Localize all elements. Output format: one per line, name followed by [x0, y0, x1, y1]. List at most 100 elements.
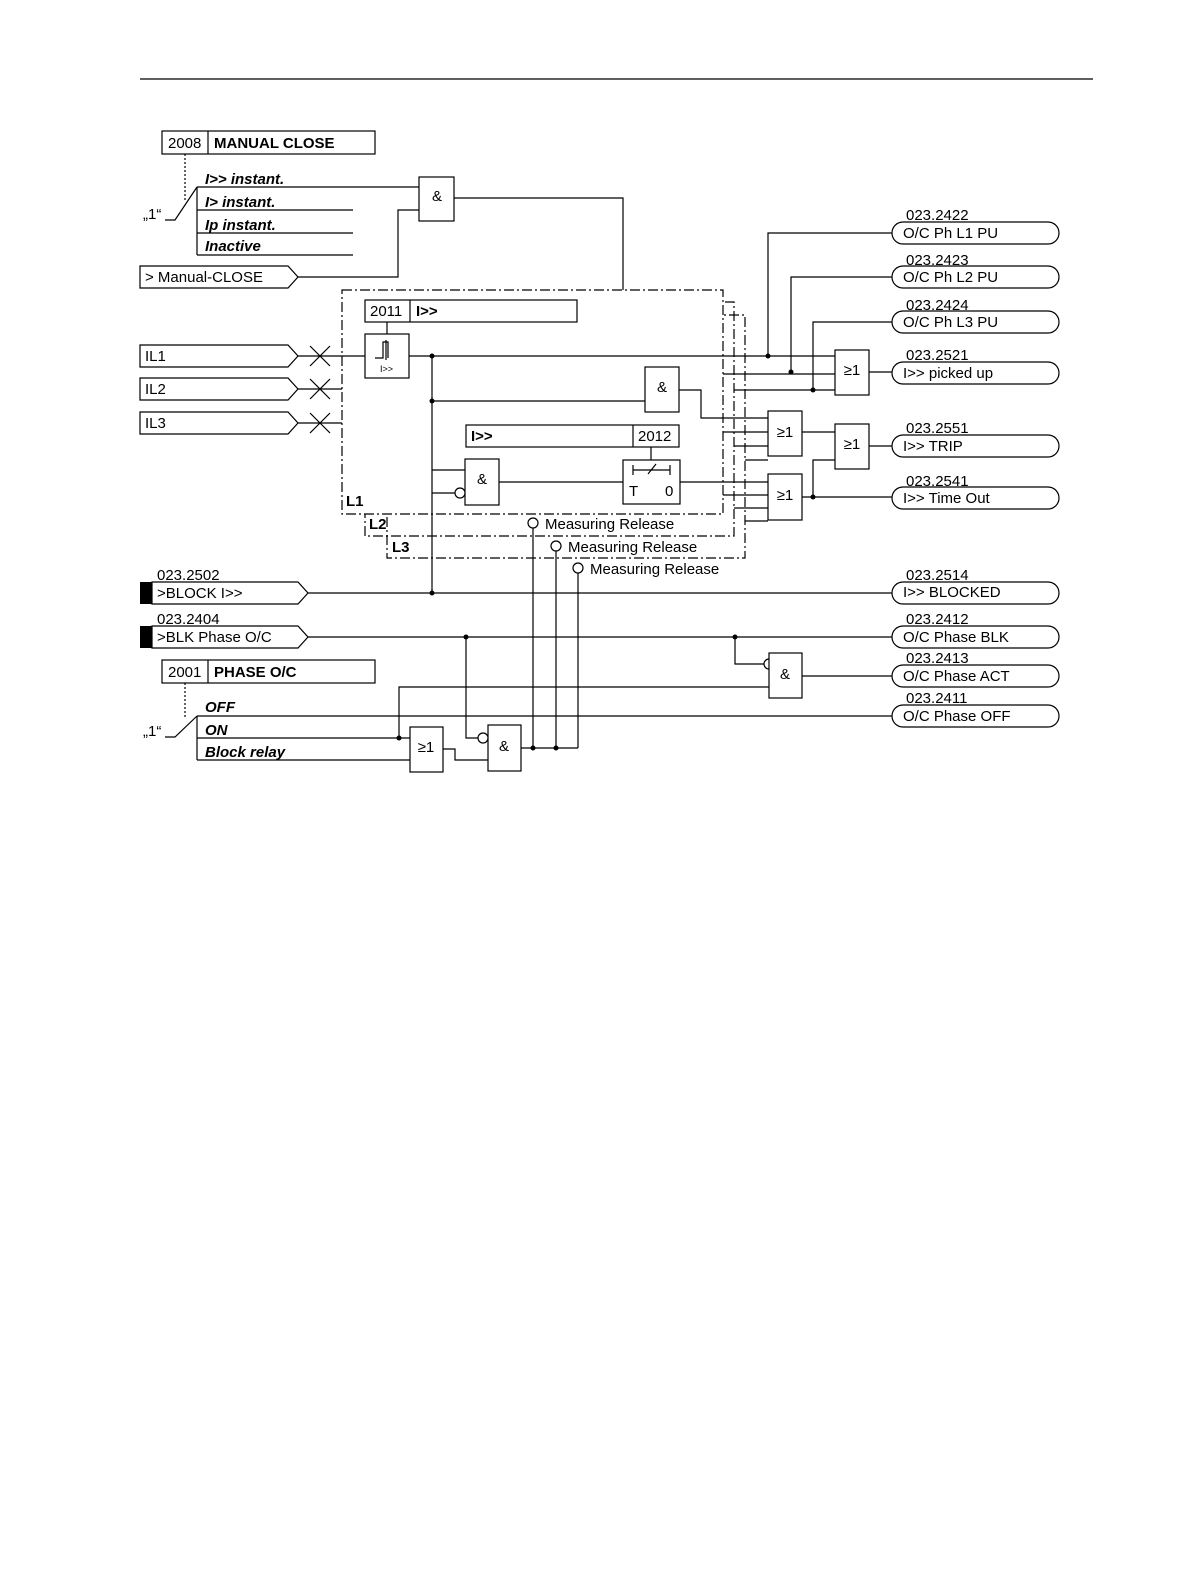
and-gate-phase-act [768, 652, 803, 699]
output-label: O/C Ph L1 PU [903, 225, 998, 242]
output-message-l1-pu [891, 221, 1060, 245]
block-code: 023.2404 [157, 611, 220, 628]
threshold-block [364, 333, 410, 379]
output-label: I>> TRIP [903, 438, 963, 455]
manual-close-input [139, 265, 299, 289]
output-label: O/C Phase OFF [903, 708, 1011, 725]
input-il2 [139, 377, 299, 401]
manual-close-default: „1“ [143, 206, 161, 223]
block-input-marker [140, 626, 152, 648]
manual-close-switch [165, 186, 198, 221]
or-gate-on [409, 726, 444, 773]
threshold-icon [375, 341, 389, 359]
phase-oc-param-number: 2001 [168, 664, 201, 681]
output-message-l2-pu [891, 265, 1060, 289]
time-param-number: 2012 [638, 428, 671, 445]
time-param-box [465, 424, 680, 448]
or-gate-trip [834, 423, 870, 470]
block-input-marker [140, 582, 152, 604]
phase-oc-switch [165, 715, 198, 738]
phase-label-l3: L3 [392, 539, 410, 556]
output-label: I>> picked up [903, 365, 993, 382]
output-label: O/C Ph L2 PU [903, 269, 998, 286]
or-gate-symbol: ≥1 [777, 487, 794, 504]
output-label: O/C Phase ACT [903, 668, 1010, 685]
or-gate-symbol: ≥1 [777, 424, 794, 441]
input-il3 [139, 411, 299, 435]
output-message-phase-act [891, 664, 1060, 688]
negation-circle [454, 487, 466, 499]
release-label-l2: Measuring Release [568, 539, 697, 556]
manual-close-param-number: 2008 [168, 135, 201, 152]
threshold-label: I>> [380, 364, 393, 374]
negation-circle [477, 732, 489, 744]
phase-label-l1: L1 [346, 493, 364, 510]
or-gate-timeout-phases [767, 473, 803, 521]
release-label-l3: Measuring Release [590, 561, 719, 578]
output-label: O/C Ph L3 PU [903, 314, 998, 331]
time-param-name: I>> [471, 428, 493, 445]
input-il1-label: IL1 [145, 348, 166, 365]
block-label: >BLK Phase O/C [157, 629, 272, 646]
release-circle-l2 [550, 540, 562, 552]
output-code: 023.2551 [906, 420, 969, 437]
output-annunciations: 023.2422 O/C Ph L1 PU 023.2423 O/C Ph L2… [891, 207, 1060, 728]
manual-close-option: I>> instant. [205, 171, 284, 188]
input-il2-label: IL2 [145, 381, 166, 398]
phase-oc-title: PHASE O/C [214, 664, 297, 681]
manual-close-option: Ip instant. [205, 217, 276, 234]
and-gate-symbol: & [780, 666, 790, 683]
release-circle-l3 [572, 562, 584, 574]
output-code: 023.2412 [906, 611, 969, 628]
phase-label-l2: L2 [369, 516, 387, 533]
block-input-phase-oc [151, 625, 309, 649]
output-code: 023.2521 [906, 347, 969, 364]
block-input-block-i [151, 581, 309, 605]
or-gate-symbol: ≥1 [418, 739, 435, 756]
manual-close-input-label: > Manual-CLOSE [145, 269, 263, 286]
output-message-trip [891, 434, 1060, 458]
phase-oc-option: ON [205, 722, 229, 739]
phase-oc-option: Block relay [205, 744, 286, 761]
output-message-phase-off [891, 704, 1060, 728]
timer-0: 0 [665, 483, 673, 500]
manual-close-param-box [161, 130, 376, 155]
output-label: I>> BLOCKED [903, 584, 1001, 601]
or-gate-trip-phases [767, 410, 803, 457]
manual-close-option: Inactive [205, 238, 261, 255]
output-code: 023.2424 [906, 297, 969, 314]
and-gate-symbol: & [499, 738, 509, 755]
manual-close-option: I> instant. [205, 194, 275, 211]
and-gate-symbol: & [657, 379, 667, 396]
release-circle-l1 [527, 517, 539, 529]
output-message-phase-blk [891, 625, 1060, 649]
phase-oc-param-box [161, 659, 376, 684]
output-code: 023.2413 [906, 650, 969, 667]
output-code: 023.2541 [906, 473, 969, 490]
output-message-blocked [891, 581, 1060, 605]
output-code: 023.2514 [906, 567, 969, 584]
timer-t: T [629, 483, 638, 500]
output-label: O/C Phase BLK [903, 629, 1009, 646]
input-il3-label: IL3 [145, 415, 166, 432]
or-gate-symbol: ≥1 [844, 362, 861, 379]
stage-param-name: I>> [416, 303, 438, 320]
output-message-time-out [891, 486, 1060, 510]
stage-param-box [364, 299, 578, 323]
stage-param-number: 2011 [370, 303, 402, 320]
output-label: I>> Time Out [903, 490, 991, 507]
output-message-l3-pu [891, 310, 1060, 334]
and-gate-block [464, 458, 500, 506]
input-il1 [139, 344, 299, 368]
release-label-l1: Measuring Release [545, 516, 674, 533]
output-message-picked-up [891, 361, 1060, 385]
output-code: 023.2411 [906, 690, 967, 707]
and-gate-manual [418, 176, 455, 222]
cross-icon [309, 345, 331, 434]
output-code: 023.2422 [906, 207, 969, 224]
manual-close-title: MANUAL CLOSE [214, 135, 335, 152]
or-gate-pickup [834, 349, 870, 396]
and-gate-symbol: & [477, 471, 487, 488]
or-gate-symbol: ≥1 [844, 436, 861, 453]
